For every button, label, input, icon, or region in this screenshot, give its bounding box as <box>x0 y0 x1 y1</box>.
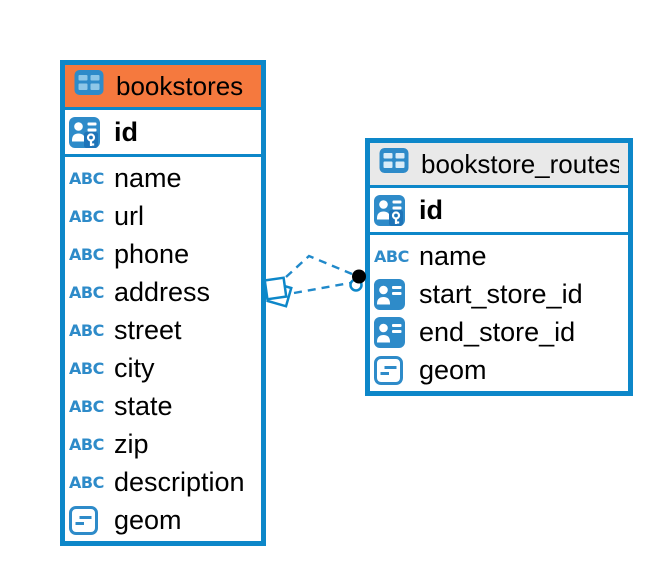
primary-key-label: id <box>419 194 443 225</box>
column-row-phone[interactable]: ABC phone <box>65 235 261 273</box>
text-type-icon: ABC <box>69 244 104 264</box>
primary-key-icon <box>68 116 108 149</box>
table-title: bookstores <box>116 70 244 101</box>
column-name: geom <box>419 354 487 385</box>
column-list-bookstore-routes: ABC name start_store_id end_store_id geom <box>370 235 628 391</box>
column-name: url <box>114 200 145 231</box>
column-name: name <box>419 240 487 271</box>
reference-id-icon <box>373 278 413 311</box>
column-name: city <box>114 352 155 383</box>
text-type-icon: ABC <box>69 206 104 226</box>
column-row-address[interactable]: ABC address <box>65 273 261 311</box>
table-icon <box>379 147 409 181</box>
column-name: description <box>114 466 245 497</box>
text-type-icon: ABC <box>69 472 104 492</box>
column-row-zip[interactable]: ABC zip <box>65 425 261 463</box>
reference-id-icon <box>373 316 413 349</box>
column-row-start_store_id[interactable]: start_store_id <box>370 275 628 313</box>
column-name: start_store_id <box>419 278 583 309</box>
column-name: street <box>114 314 182 345</box>
column-row-geom[interactable]: geom <box>370 351 628 389</box>
text-type-icon: ABC <box>374 246 409 266</box>
primary-key-row-bookstores[interactable]: id <box>65 110 261 157</box>
table-bookstore-routes[interactable]: bookstore_routes id ABC name <box>365 138 633 396</box>
primary-key-label: id <box>114 116 138 147</box>
column-name: geom <box>114 504 182 535</box>
primary-key-icon <box>373 194 413 227</box>
relationship-dot-marker[interactable] <box>349 269 367 292</box>
text-type-icon: ABC <box>69 358 104 378</box>
column-row-geom[interactable]: geom <box>65 501 261 539</box>
table-header-bookstores[interactable]: bookstores <box>65 65 261 110</box>
table-title: bookstore_routes <box>421 148 619 179</box>
geometry-type-icon <box>373 355 413 386</box>
relationship-line-lower[interactable] <box>293 281 351 295</box>
column-row-name[interactable]: ABC name <box>65 159 261 197</box>
column-row-name[interactable]: ABC name <box>370 237 628 275</box>
geometry-type-icon <box>68 505 108 536</box>
text-type-icon: ABC <box>69 320 104 340</box>
primary-key-row-bookstore-routes[interactable]: id <box>370 188 628 235</box>
column-name: name <box>114 162 182 193</box>
column-name: zip <box>114 428 149 459</box>
column-name: phone <box>114 238 190 269</box>
text-type-icon: ABC <box>69 396 104 416</box>
relationship-line-upper[interactable] <box>285 254 353 278</box>
column-name: address <box>114 276 211 307</box>
text-type-icon: ABC <box>69 434 104 454</box>
column-row-street[interactable]: ABC street <box>65 311 261 349</box>
column-row-description[interactable]: ABC description <box>65 463 261 501</box>
table-icon <box>74 69 104 103</box>
text-type-icon: ABC <box>69 168 104 188</box>
column-name: state <box>114 390 173 421</box>
table-header-bookstore-routes[interactable]: bookstore_routes <box>370 143 628 188</box>
column-name: end_store_id <box>419 316 576 347</box>
column-row-end_store_id[interactable]: end_store_id <box>370 313 628 351</box>
column-row-city[interactable]: ABC city <box>65 349 261 387</box>
text-type-icon: ABC <box>69 282 104 302</box>
relationship-diamond-marker[interactable] <box>263 276 293 308</box>
column-row-url[interactable]: ABC url <box>65 197 261 235</box>
column-row-state[interactable]: ABC state <box>65 387 261 425</box>
